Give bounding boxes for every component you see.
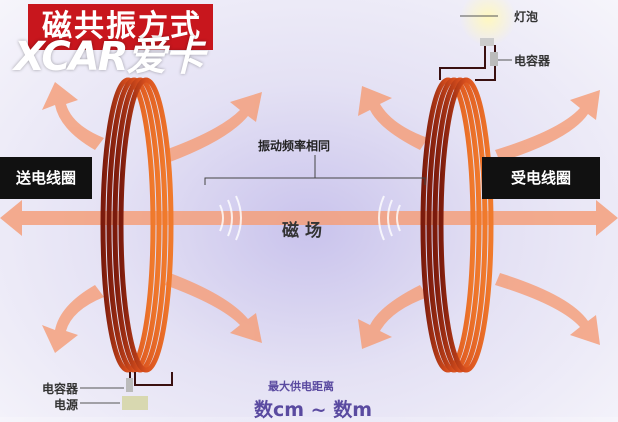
capacitor-left-label: 电容器 [42, 382, 79, 396]
max-distance-caption: 最大供电距离 [268, 380, 334, 393]
power-source-label: 电源 [54, 398, 79, 412]
field-arrows [0, 82, 618, 353]
arrow-up-left-r [358, 86, 428, 150]
same-frequency-label: 振动频率相同 [258, 139, 331, 153]
arrow-down-left-r [358, 285, 428, 349]
max-distance-value: 数cm ~ 数m [254, 399, 373, 421]
bulb-socket [480, 38, 494, 46]
diagram-title: 磁共振方式 [28, 4, 213, 50]
wave-icons [219, 195, 401, 241]
send-coil [100, 77, 174, 373]
capacitor-right-label: 电容器 [514, 54, 551, 68]
bulb-icon [460, 0, 516, 46]
receive-wire [439, 45, 496, 81]
bulb-label: 灯泡 [514, 10, 539, 24]
capacitor-icon [490, 52, 498, 66]
arrow-down-right [165, 273, 262, 343]
capacitor-icon-left [126, 378, 133, 392]
horizontal-arrow [0, 200, 618, 236]
arrow-up-right [165, 92, 262, 162]
arrow-up-right-r [495, 90, 600, 162]
logo-watermark: XCAR爱卡 [14, 34, 205, 80]
power-source-icon [122, 396, 148, 410]
arrow-down-right-r [495, 273, 600, 345]
send-wire [129, 372, 173, 390]
frequency-bracket [204, 155, 426, 185]
receive-coil [420, 77, 494, 373]
arrow-up-left [42, 82, 104, 150]
magnetic-field-label: 磁场 [282, 221, 328, 241]
arrow-down-left [42, 285, 104, 353]
receive-coil-label: 受电线圈 [482, 157, 600, 199]
send-coil-label: 送电线圈 [0, 157, 92, 199]
